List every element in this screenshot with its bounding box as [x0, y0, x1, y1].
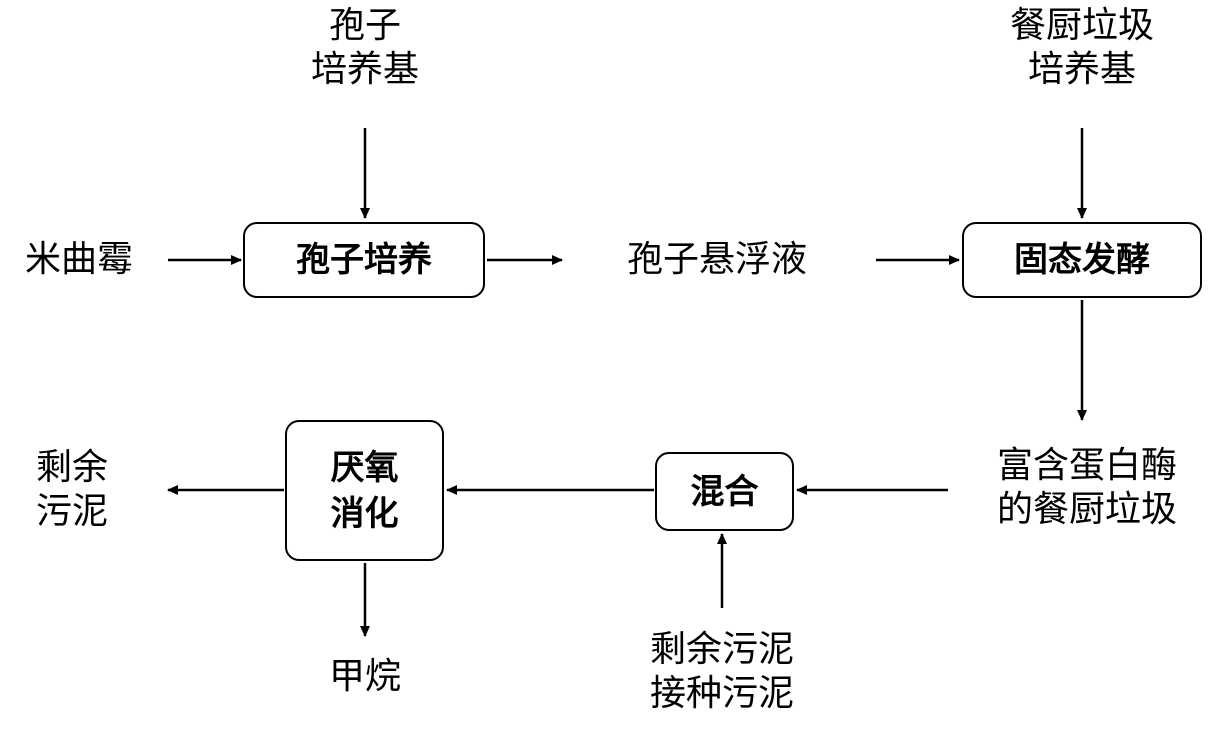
spore-suspension-label: 孢子悬浮液 [626, 239, 807, 280]
anaerobic-digestion-line-2: 消化 [330, 493, 399, 534]
spore-medium-label: 孢子 培养基 [295, 4, 435, 92]
anaerobic-digestion-box: 厌氧 消化 [285, 420, 444, 561]
solid-fermentation-box: 固态发酵 [962, 222, 1202, 298]
waste-medium-line-2: 培养基 [1027, 49, 1136, 90]
enzyme-rich-waste-line-2: 的餐厨垃圾 [996, 489, 1177, 530]
mixing-label: 混合 [690, 471, 759, 512]
residual-sludge-output-label: 剩余 污泥 [14, 446, 130, 534]
spore-culture-box: 孢子培养 [243, 222, 485, 298]
sludge-inputs-line-1: 剩余污泥 [649, 629, 794, 670]
mixing-box: 混合 [655, 452, 794, 531]
enzyme-rich-waste-line-1: 富含蛋白酶 [996, 445, 1177, 486]
methane-label: 甲烷 [328, 656, 401, 697]
waste-medium-label: 餐厨垃圾 培养基 [982, 4, 1182, 92]
aspergillus-label: 米曲霉 [24, 239, 133, 280]
anaerobic-digestion-line-1: 厌氧 [330, 447, 399, 488]
spore-culture-label: 孢子培养 [296, 240, 432, 280]
spore-medium-line-2: 培养基 [310, 49, 419, 90]
solid-fermentation-label: 固态发酵 [1014, 240, 1150, 280]
waste-medium-line-1: 餐厨垃圾 [1009, 5, 1154, 46]
sludge-inputs-label: 剩余污泥 接种污泥 [612, 628, 832, 716]
spore-medium-line-1: 孢子 [328, 5, 401, 46]
enzyme-rich-waste-label: 富含蛋白酶 的餐厨垃圾 [962, 444, 1212, 532]
residual-sludge-line-2: 污泥 [35, 491, 108, 532]
residual-sludge-line-1: 剩余 [35, 447, 108, 488]
sludge-inputs-line-2: 接种污泥 [649, 673, 794, 714]
